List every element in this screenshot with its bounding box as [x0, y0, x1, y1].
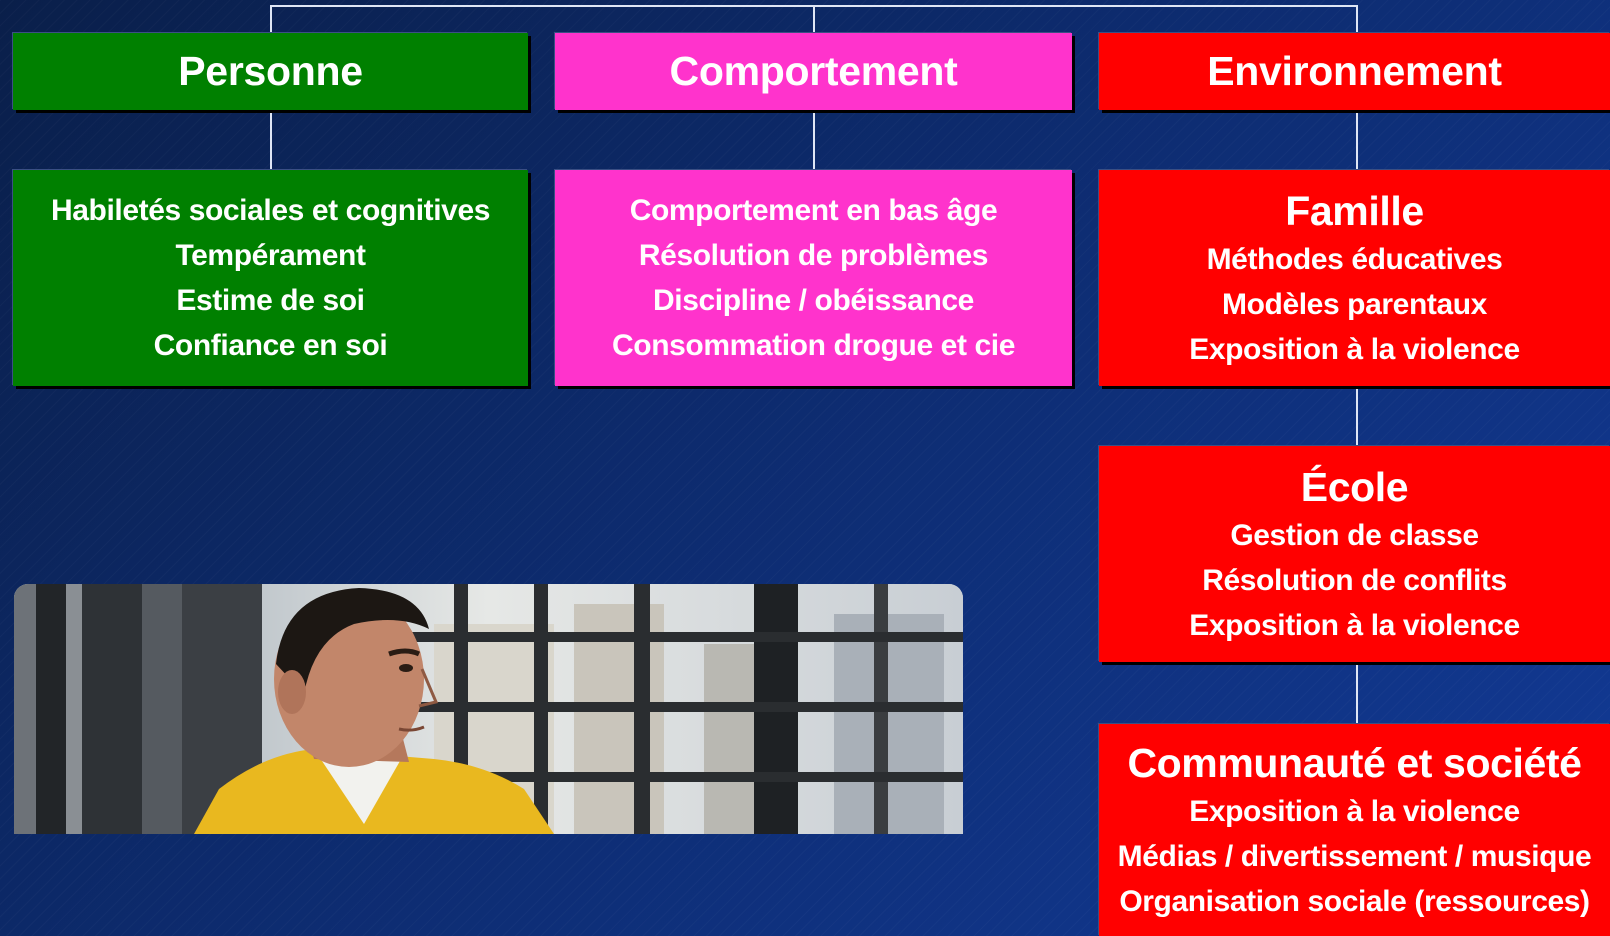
personne-item: Tempérament: [175, 239, 366, 272]
header-personne: Personne: [13, 33, 528, 110]
connector-environment-top: [1356, 5, 1358, 33]
ecole-item: Gestion de classe: [1230, 518, 1479, 552]
header-comportement: Comportement: [555, 33, 1072, 110]
comportement-item: Comportement en bas âge: [629, 194, 998, 227]
ecole-item: Résolution de conflits: [1202, 563, 1507, 597]
personne-item: Confiance en soi: [153, 329, 388, 362]
header-personne-label: Personne: [178, 48, 363, 94]
teen-photo: [14, 584, 963, 834]
connector-environment-down: [1356, 112, 1358, 170]
connector-behaviour-down: [813, 112, 815, 170]
comportement-item: Consommation drogue et cie: [612, 329, 1015, 362]
famille-title: Famille: [1285, 187, 1424, 234]
header-environnement-label: Environnement: [1207, 48, 1502, 94]
comportement-detail-box: Comportement en bas âge Résolution de pr…: [555, 170, 1072, 386]
connector-behaviour-top: [813, 5, 815, 33]
ecole-title: École: [1300, 463, 1409, 510]
communaute-item: Organisation sociale (ressources): [1119, 884, 1590, 918]
famille-item: Méthodes éducatives: [1206, 242, 1503, 276]
connector-ecole-communaute: [1356, 662, 1358, 724]
famille-box: Famille Méthodes éducatives Modèles pare…: [1099, 170, 1610, 386]
comportement-item: Discipline / obéissance: [653, 284, 974, 317]
personne-item: Habiletés sociales et cognitives: [50, 194, 491, 227]
communaute-item: Exposition à la violence: [1189, 794, 1520, 828]
personne-detail-box: Habiletés sociales et cognitives Tempéra…: [13, 170, 528, 386]
ecole-item: Exposition à la violence: [1189, 608, 1520, 642]
communaute-item: Médias / divertissement / musique: [1117, 839, 1592, 873]
header-comportement-label: Comportement: [669, 48, 958, 94]
connector-famille-ecole: [1356, 386, 1358, 446]
comportement-item: Résolution de problèmes: [638, 239, 989, 272]
ecole-box: École Gestion de classe Résolution de co…: [1099, 446, 1610, 662]
connector-person-down: [270, 112, 272, 170]
communaute-title: Communauté et société: [1127, 739, 1582, 786]
connector-person-top: [270, 5, 272, 33]
communaute-box: Communauté et société Exposition à la vi…: [1099, 724, 1610, 936]
famille-item: Exposition à la violence: [1189, 332, 1520, 366]
personne-item: Estime de soi: [176, 284, 365, 317]
famille-item: Modèles parentaux: [1222, 287, 1487, 321]
header-environnement: Environnement: [1099, 33, 1610, 110]
